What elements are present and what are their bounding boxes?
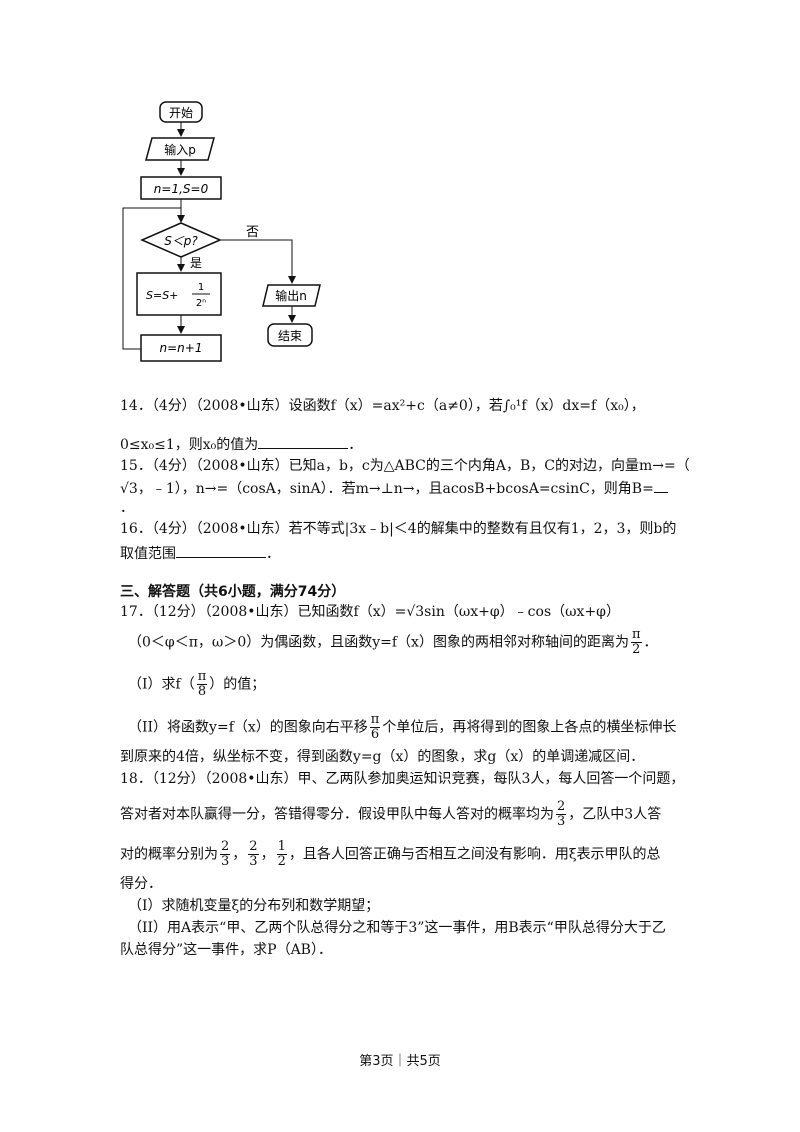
q16-line2: 取值范围 ． bbox=[120, 543, 280, 563]
flow-increment-text: n=n+1 bbox=[160, 341, 203, 355]
q15-answer-blank[interactable] bbox=[653, 478, 668, 493]
flow-process-frac-den: 2ⁿ bbox=[196, 298, 206, 309]
q14-line2-end: ． bbox=[348, 437, 363, 453]
q18-part2-line1: （II）用A表示“甲、乙两个队总得分之和等于3”这一事件，用B表示“甲队总得分大… bbox=[128, 920, 666, 936]
flow-decision-text: S＜p? bbox=[164, 234, 198, 248]
q18-line1: 18．（12分）（2008•山东）甲、乙两队参加奥运知识竞赛，每队3人，每人回答… bbox=[120, 771, 685, 787]
q17-part1-post: ）的值； bbox=[209, 676, 266, 693]
q17-line1: 17．（12分）（2008•山东）已知函数f（x）=√3sin（ωx+φ）﹣co… bbox=[120, 604, 620, 620]
flow-end-box bbox=[267, 323, 313, 347]
q14-line1: 14．（4分）（2008•山东）设函数f（x）=ax²+c（a≠0），若∫₀¹f… bbox=[120, 398, 645, 414]
q18-sep1: ， bbox=[232, 846, 247, 863]
q18-line3-post: ，且各人回答正确与否相互之间没有影响．用ξ表示甲队的总 bbox=[288, 846, 661, 863]
q16-line1: 16．（4分）（2008•山东）若不等式|3x﹣b|＜4的解集中的整数有且仅有1… bbox=[120, 521, 677, 537]
flow-no-label: 否 bbox=[246, 225, 259, 240]
q16-line2-text: 取值范围 bbox=[120, 546, 176, 562]
flow-init-text: n=1,S=0 bbox=[154, 182, 209, 196]
flow-process-frac-num: 1 bbox=[198, 282, 204, 293]
q15-line2-text: √3，﹣1），n→=（cosA，sinA）．若m→⊥n→，且acosB+bcos… bbox=[120, 481, 654, 497]
q18-part1: （I）求随机变量ξ的分布列和数学期望； bbox=[128, 898, 380, 914]
flow-output-text: 输出n bbox=[275, 288, 307, 303]
flow-increment-box bbox=[140, 334, 222, 362]
q16-line2-end: ． bbox=[266, 546, 280, 562]
flow-input-text: 输入p bbox=[164, 142, 196, 157]
q18-part2-line2: 队总得分”这一事件，求P（AB）． bbox=[120, 942, 332, 958]
flow-process-text: S=S+ bbox=[146, 289, 178, 302]
q15-line3: ． bbox=[120, 500, 134, 516]
q17-part2-pre: （II）将函数y=f（x）的图象向右平移 bbox=[128, 719, 368, 736]
q18-line2-post: ，乙队中3人答 bbox=[568, 806, 662, 823]
q17-part2-post: 个单位后，再将得到的图象上各点的横坐标伸长 bbox=[382, 719, 677, 736]
q14-line2: 0≤x₀≤1，则x₀的值为 ． bbox=[120, 434, 362, 454]
q18-line3-pre: 对的概率分别为 bbox=[120, 846, 218, 863]
q18-line2-pre: 答对者对本队赢得一分，答错得零分．假设甲队中每人答对的概率均为 bbox=[120, 806, 554, 823]
q17-line2-end: ． bbox=[643, 634, 658, 651]
q15-line1: 15．（4分）（2008•山东）已知a，b，c为△ABC的三个内角A，B，C的对… bbox=[120, 458, 690, 474]
flow-input-box bbox=[145, 137, 215, 161]
q14-line2-text: 0≤x₀≤1，则x₀的值为 bbox=[120, 437, 259, 453]
flow-output-box bbox=[262, 284, 321, 307]
q15-line2: √3，﹣1），n→=（cosA，sinA）．若m→⊥n→，且acosB+bcos… bbox=[120, 478, 668, 498]
q17-part1-pre: （I）求f（ bbox=[128, 676, 195, 693]
section-heading: 三、解答题（共6小题，满分74分） bbox=[120, 584, 346, 600]
flow-end-text: 结束 bbox=[278, 329, 302, 343]
page-footer: 第3页｜共5页 bbox=[359, 1054, 441, 1069]
q18-line4: 得分． bbox=[120, 876, 162, 892]
q14-answer-blank[interactable] bbox=[258, 434, 349, 449]
flow-start-text: 开始 bbox=[169, 106, 193, 120]
flow-yes-label: 是 bbox=[190, 256, 202, 270]
q17-part2-line2: 到原来的4倍，纵坐标不变，得到函数y=g（x）的图象，求g（x）的单调递减区间． bbox=[120, 749, 645, 765]
q17-line2-text: （0＜φ＜π，ω＞0）为偶函数，且函数y=f（x）图象的两相邻对称轴间的距离为 bbox=[128, 634, 629, 651]
flowchart: 开始 输入p n=1,S=0 S＜p? 否 是 S=S+ 1 2ⁿ n=n+1 … bbox=[122, 101, 321, 362]
q16-answer-blank[interactable] bbox=[176, 543, 266, 558]
q18-sep2: ， bbox=[260, 846, 275, 863]
